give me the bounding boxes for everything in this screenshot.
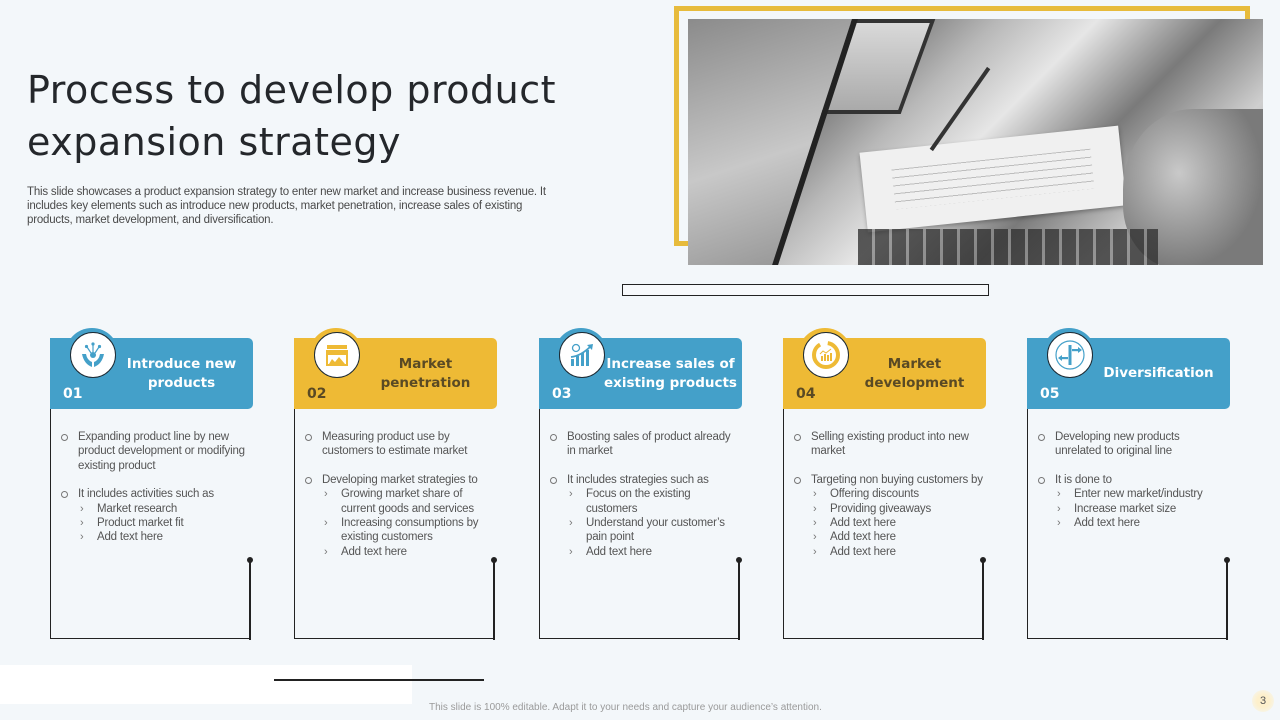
sub-point: Add text here — [567, 545, 740, 560]
bullet-text: Selling existing product into new market — [811, 431, 969, 458]
sub-point-list: Growing market share of current goods an… — [322, 487, 495, 559]
bullet-text: Expanding product line by new product de… — [78, 431, 245, 472]
direction-signpost-icon — [1047, 332, 1093, 378]
step-number: 02 — [307, 386, 327, 402]
bullet-point: Measuring product use by customers to es… — [305, 430, 495, 459]
step-title: Introduce new products — [126, 355, 237, 391]
card-connector-dot — [980, 557, 986, 563]
bullet-point: It includes strategies such asFocus on t… — [550, 473, 740, 560]
sub-point: Enter new market/industry — [1055, 487, 1228, 502]
sub-point: Add text here — [78, 530, 251, 545]
step-number: 03 — [552, 386, 572, 402]
step-title: Diversification — [1103, 365, 1214, 381]
step-number: 01 — [63, 386, 83, 402]
footer-note: This slide is 100% editable. Adapt it to… — [429, 702, 822, 713]
footer-white-strip — [0, 665, 412, 704]
bullet-text: Measuring product use by customers to es… — [322, 431, 468, 458]
step-card: 02 Market penetration Measuring product … — [294, 328, 499, 640]
step-points: Expanding product line by new product de… — [61, 430, 251, 559]
step-card: 01 Introduce new products Expanding prod… — [50, 328, 255, 640]
sub-point-list: Offering discountsProviding giveawaysAdd… — [811, 487, 984, 559]
slide-description: This slide showcases a product expansion… — [27, 186, 546, 226]
step-title: Increase sales of existing products — [604, 355, 737, 391]
card-connector-dot — [247, 557, 253, 563]
sub-point: Product market fit — [78, 516, 251, 531]
card-connector-line — [249, 560, 251, 640]
sub-point: Focus on the existing customers — [567, 487, 740, 516]
step-card: 04 Market development Selling existing p… — [783, 328, 988, 640]
slide-title: Process to develop product expansion str… — [27, 68, 556, 164]
sub-point-list: Enter new market/industryIncrease market… — [1055, 487, 1228, 531]
bullet-text: It includes activities such as — [78, 488, 214, 501]
card-connector-dot — [491, 557, 497, 563]
hands-idea-icon — [70, 332, 116, 378]
card-connector-line — [1226, 560, 1228, 640]
bullet-point: Developing market strategies toGrowing m… — [305, 473, 495, 560]
bullet-text: Developing market strategies to — [322, 473, 478, 486]
card-body-border — [50, 408, 251, 639]
sub-point: Add text here — [1055, 516, 1228, 531]
step-card: 05 Diversification Developing new produc… — [1027, 328, 1232, 640]
bullet-point: It is done toEnter new market/industryIn… — [1038, 473, 1228, 531]
bullet-point: Targeting non buying customers byOfferin… — [794, 473, 984, 560]
step-card: 03 Increase sales of existing products B… — [539, 328, 744, 640]
sub-point: Add text here — [811, 516, 984, 531]
bullet-point: Developing new products unrelated to ori… — [1038, 430, 1228, 459]
footer-divider — [274, 679, 484, 681]
step-title: Market penetration — [380, 355, 471, 391]
sub-point: Providing giveaways — [811, 502, 984, 517]
photo-pen — [929, 66, 991, 152]
step-number: 04 — [796, 386, 816, 402]
sub-point: Offering discounts — [811, 487, 984, 502]
sub-point: Increase market size — [1055, 502, 1228, 517]
photo-laptop-front — [688, 19, 858, 265]
photo-keyboard — [858, 229, 1158, 265]
sub-point: Add text here — [322, 545, 495, 560]
bullet-point: Expanding product line by new product de… — [61, 430, 251, 473]
office-photo — [688, 19, 1263, 265]
sub-point: Add text here — [811, 545, 984, 560]
bullet-point: Boosting sales of product already in mar… — [550, 430, 740, 459]
analytics-dashboard-icon — [803, 332, 849, 378]
bullet-text: Boosting sales of product already in mar… — [567, 431, 731, 458]
bullet-point: Selling existing product into new market — [794, 430, 984, 459]
storefront-icon — [314, 332, 360, 378]
bullet-text: It includes strategies such as — [567, 473, 709, 486]
card-connector-dot — [1224, 557, 1230, 563]
bullet-text: It is done to — [1055, 473, 1112, 486]
step-title: Market development — [864, 355, 965, 391]
step-points: Boosting sales of product already in mar… — [550, 430, 740, 573]
bullet-point: It includes activities such asMarket res… — [61, 487, 251, 545]
sub-point: Growing market share of current goods an… — [322, 487, 495, 516]
growth-chart-icon — [559, 332, 605, 378]
card-body-border — [783, 408, 984, 639]
step-number: 05 — [1040, 386, 1060, 402]
sub-point-list: Focus on the existing customersUnderstan… — [567, 487, 740, 559]
bullet-text: Targeting non buying customers by — [811, 473, 983, 486]
page-number: 3 — [1252, 690, 1274, 712]
card-body-border — [539, 408, 740, 639]
sub-point: Market research — [78, 502, 251, 517]
card-connector-line — [493, 560, 495, 640]
card-body-border — [1027, 408, 1228, 639]
sub-point: Understand your customer’s pain point — [567, 516, 740, 545]
step-points: Developing new products unrelated to ori… — [1038, 430, 1228, 544]
step-points: Measuring product use by customers to es… — [305, 430, 495, 573]
empty-text-box — [622, 284, 989, 296]
card-connector-dot — [736, 557, 742, 563]
card-connector-line — [738, 560, 740, 640]
sub-point: Increasing consumptions by existing cust… — [322, 516, 495, 545]
bullet-text: Developing new products unrelated to ori… — [1055, 431, 1180, 458]
sub-point: Add text here — [811, 530, 984, 545]
card-body-border — [294, 408, 495, 639]
step-points: Selling existing product into new market… — [794, 430, 984, 573]
card-connector-line — [982, 560, 984, 640]
sub-point-list: Market researchProduct market fitAdd tex… — [78, 502, 251, 546]
